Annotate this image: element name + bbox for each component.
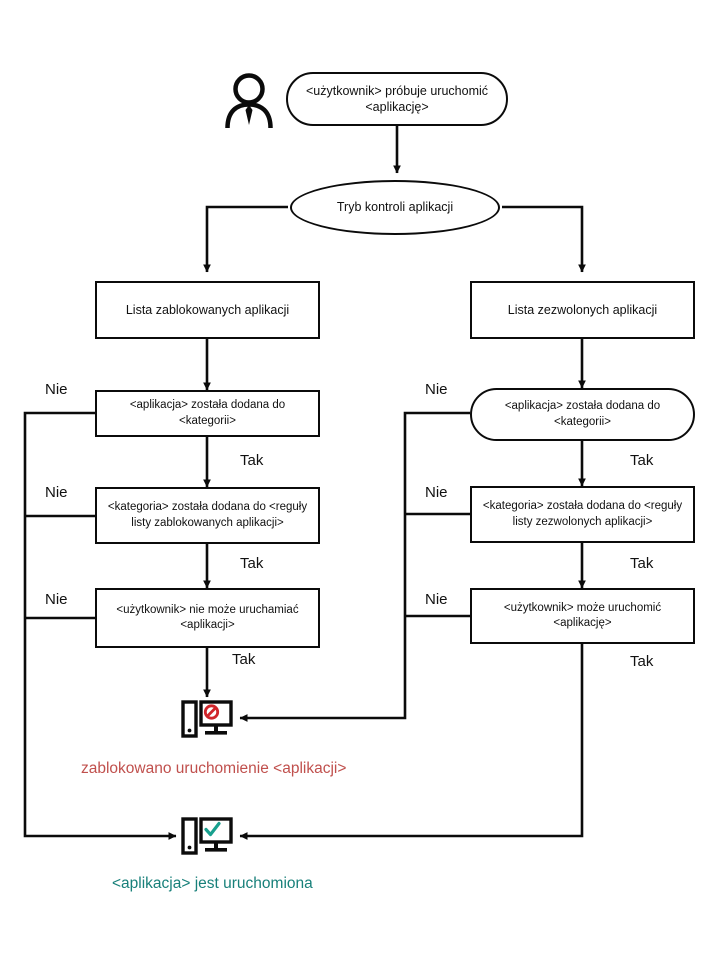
node-deny-app-in-category[interactable]: <aplikacja> została dodana do <kategorii… [95, 390, 320, 437]
computer-blocked-icon [181, 699, 233, 743]
edge-label-right-yes-2: Tak [630, 555, 654, 572]
edge-label-right-no-1: Nie [425, 381, 448, 398]
node-deny-user-line2: <aplikacji> [180, 619, 235, 631]
edge-label-left-no-3: Nie [45, 591, 68, 608]
node-allow-user-label: <użytkownik> może uruchomić <aplikację> [503, 601, 662, 629]
edge-label-left-yes-1: Tak [240, 452, 264, 469]
node-allow-category-in-rule-line1: <kategoria> została dodana do <reguły [482, 500, 683, 513]
edge-label-left-yes-2: Tak [240, 555, 264, 572]
node-start-line1: <użytkownik> próbuje uruchomić [305, 83, 489, 98]
node-deny-category-in-rule[interactable]: <kategoria> została dodana do <reguły li… [95, 487, 320, 544]
computer-allowed-icon [181, 816, 233, 860]
node-start[interactable]: <użytkownik> próbuje uruchomić <aplikacj… [286, 72, 508, 126]
caption-allowed: <aplikacja> jest uruchomiona [112, 875, 313, 892]
node-denylist-label: Lista zablokowanych aplikacji [125, 302, 290, 317]
caption-blocked: zablokowano uruchomienie <aplikacji> [81, 760, 347, 777]
node-allowlist[interactable]: Lista zezwolonych aplikacji [470, 281, 695, 339]
node-start-line2: <aplikację> [365, 100, 429, 114]
edge-label-right-yes-1: Tak [630, 452, 654, 469]
user-icon [223, 72, 275, 130]
edge-label-left-no-1: Nie [45, 381, 68, 398]
node-allowlist-label: Lista zezwolonych aplikacji [507, 302, 658, 317]
node-deny-category-in-rule-line2: listy zablokowanych aplikacji> [131, 516, 284, 529]
node-allow-user[interactable]: <użytkownik> może uruchomić <aplikację> [470, 588, 695, 644]
node-control-mode-label: Tryb kontroli aplikacji [336, 200, 454, 215]
node-allow-app-in-category[interactable]: <aplikacja> została dodana do <kategorii… [470, 388, 695, 441]
node-denylist[interactable]: Lista zablokowanych aplikacji [95, 281, 320, 339]
node-control-mode[interactable]: Tryb kontroli aplikacji [290, 180, 500, 235]
node-deny-user[interactable]: <użytkownik> nie może uruchamiać <aplika… [95, 588, 320, 648]
edge-label-left-no-2: Nie [45, 484, 68, 501]
node-allow-category-in-rule-line2: listy zezwolonych aplikacji> [512, 515, 653, 528]
edge-label-right-yes-3: Tak [630, 653, 654, 670]
node-allow-category-in-rule[interactable]: <kategoria> została dodana do <reguły li… [470, 486, 695, 543]
node-deny-app-in-category-label: <aplikacja> została dodana do <kategorii… [129, 399, 286, 427]
node-allow-app-in-category-label: <aplikacja> została dodana do <kategorii… [504, 400, 661, 428]
node-deny-user-line1: <użytkownik> nie może uruchamiać [116, 603, 299, 616]
edge-label-right-no-3: Nie [425, 591, 448, 608]
node-deny-category-in-rule-line1: <kategoria> została dodana do <reguły [107, 501, 308, 514]
edge-label-left-yes-3: Tak [232, 651, 256, 668]
edge-label-right-no-2: Nie [425, 484, 448, 501]
